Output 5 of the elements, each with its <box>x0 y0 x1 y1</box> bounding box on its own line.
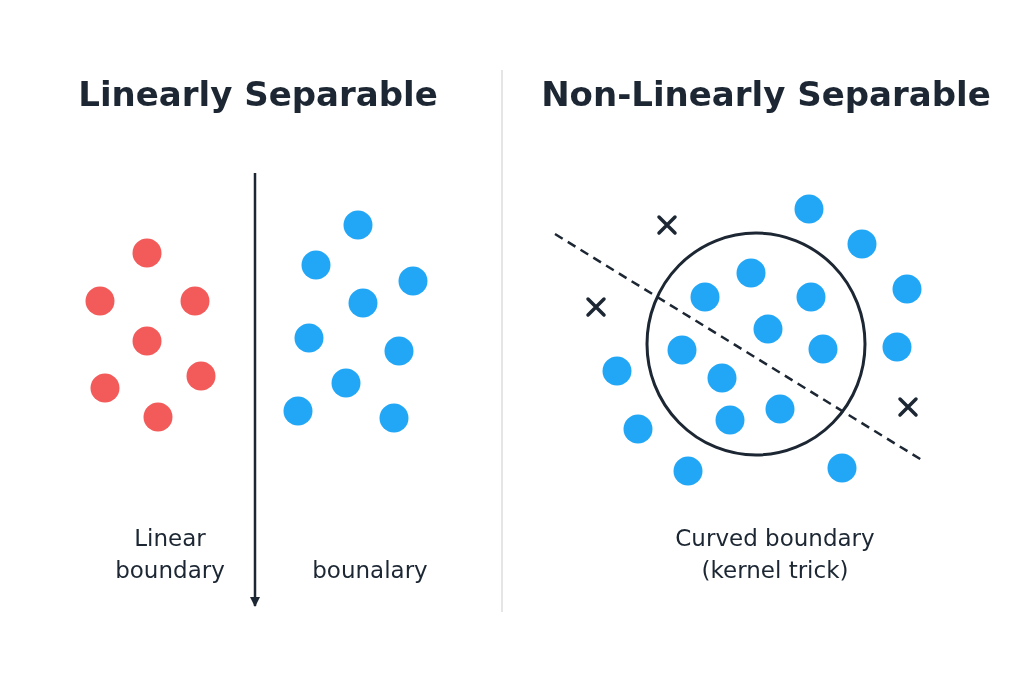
boundary-caption: bounalary <box>311 556 429 585</box>
panel-heading: Non-Linearly Separable <box>540 73 992 116</box>
boundary-caption: Linear boundary <box>114 524 226 585</box>
boundary-caption: Curved boundary (kernel trick) <box>674 524 876 585</box>
panel-heading: Linearly Separable <box>77 73 439 116</box>
